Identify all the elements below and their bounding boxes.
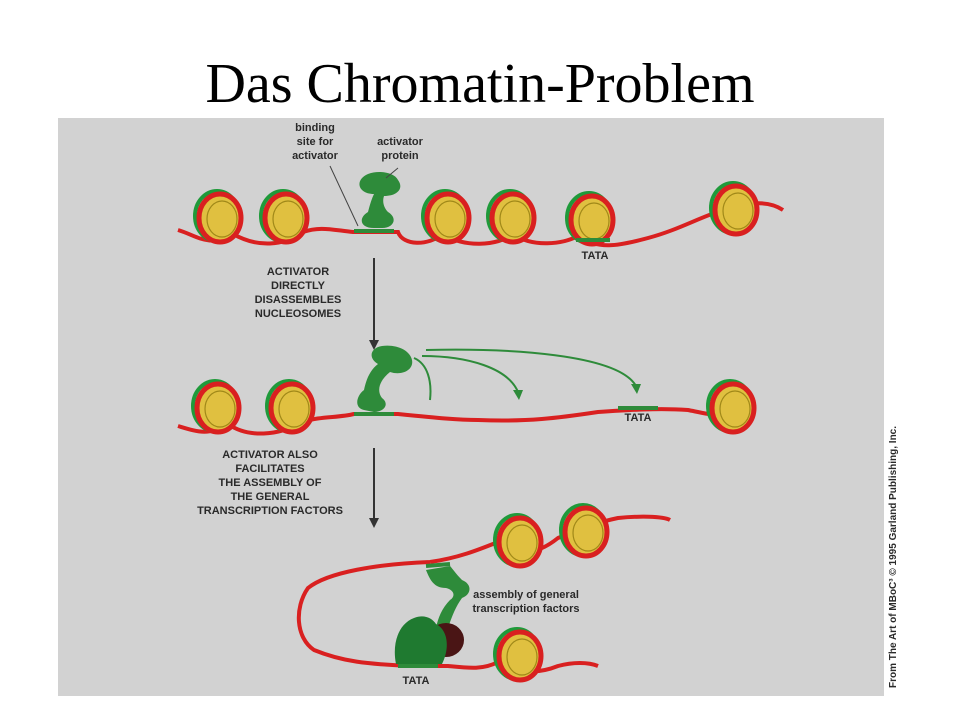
dna-strand-row3-loop — [296, 514, 671, 674]
curved-arrow-long — [425, 348, 637, 387]
curved-arrow-long-head — [631, 384, 641, 394]
down-arrow-1-head — [369, 340, 379, 350]
nucleosome — [195, 191, 241, 242]
nucleosome — [711, 183, 757, 234]
step2-line4: THE GENERAL — [231, 491, 310, 503]
step2-line2: FACILITATES — [235, 463, 304, 475]
nucleosome — [488, 191, 534, 242]
down-arrow-2-head — [369, 518, 379, 528]
curved-arrow-short — [413, 357, 432, 401]
general-transcription-factors — [394, 616, 447, 664]
curved-arrow-medium-head — [513, 390, 523, 400]
activator-protein-leader — [385, 167, 399, 179]
nucleosome — [495, 629, 541, 680]
nucleosome — [193, 381, 239, 432]
binding-site-label-line1: binding — [295, 122, 335, 134]
step1-line2: DIRECTLY — [271, 280, 326, 292]
row-3: assembly of general transcription factor… — [296, 505, 671, 687]
activator-protein-label-line1: activator — [377, 136, 424, 148]
slide-title: Das Chromatin-Problem — [205, 53, 755, 115]
dna-strand-row1 — [177, 201, 785, 248]
binding-site-label-line2: site for — [297, 136, 334, 148]
binding-site-marker-row3 — [425, 562, 451, 568]
assembly-label-line1: assembly of general — [473, 589, 579, 601]
curved-arrow-medium — [421, 355, 519, 393]
binding-site-label-line3: activator — [292, 150, 339, 162]
row-1: binding site for activator activator pro… — [177, 122, 785, 262]
chromatin-figure: binding site for activator activator pro… — [58, 118, 902, 696]
nucleosome — [495, 515, 541, 566]
step1-line3: DISASSEMBLES — [255, 294, 342, 306]
tata-label-row1: TATA — [582, 250, 609, 262]
nucleosome — [267, 381, 313, 432]
tata-label-row3: TATA — [403, 675, 430, 687]
activator-protein — [359, 172, 401, 228]
step2-line1: ACTIVATOR ALSO — [222, 449, 318, 461]
step-1: ACTIVATOR DIRECTLY DISASSEMBLES NUCLEOSO… — [255, 258, 379, 350]
step1-line1: ACTIVATOR — [267, 266, 329, 278]
step1-line4: NUCLEOSOMES — [255, 308, 341, 320]
nucleosome — [561, 505, 607, 556]
nucleosome — [261, 191, 307, 242]
assembly-label-line2: transcription factors — [473, 603, 580, 615]
row-2: TATA — [177, 345, 754, 436]
activator-protein-looped — [426, 566, 470, 638]
dna-strand-row2 — [177, 407, 739, 436]
activator-protein-label-line2: protein — [381, 150, 419, 162]
activator-protein-bent — [357, 345, 413, 412]
step2-line3: THE ASSEMBLY OF — [219, 477, 322, 489]
tata-label-row2: TATA — [625, 412, 652, 424]
step2-line5: TRANSCRIPTION FACTORS — [197, 505, 343, 517]
nucleosome — [423, 191, 469, 242]
binding-site-leader — [329, 165, 359, 227]
step-2: ACTIVATOR ALSO FACILITATES THE ASSEMBLY … — [197, 448, 379, 528]
credit-text: From The Art of MBoC³ © 1995 Garland Pub… — [888, 426, 899, 688]
nucleosome — [708, 381, 754, 432]
credit-strip — [884, 118, 902, 696]
nucleosome — [567, 193, 613, 244]
